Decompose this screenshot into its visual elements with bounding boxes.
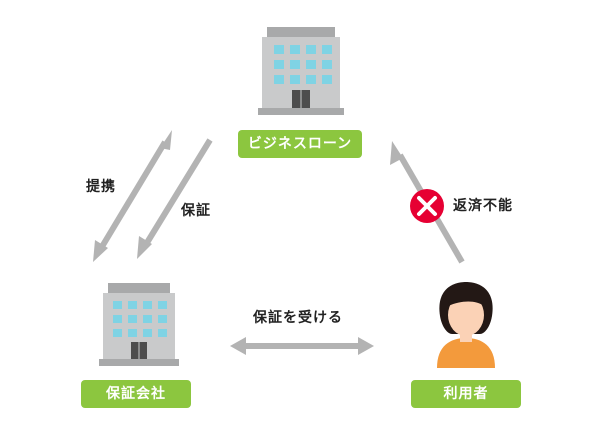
guarantee-arrow	[137, 138, 213, 259]
user-avatar-icon	[437, 282, 495, 368]
business-loan-building-icon	[258, 27, 344, 115]
business-loan-label: ビジネスローン	[238, 130, 362, 158]
user-label: 利用者	[411, 380, 521, 408]
guarantee-company-building-icon	[99, 283, 179, 366]
partnership-arrow	[93, 130, 172, 262]
default-label: 返済不能	[453, 198, 513, 214]
x-mark-icon	[410, 189, 444, 223]
guarantee-label: 保証	[181, 203, 211, 219]
receive-guarantee-label: 保証を受ける	[253, 310, 343, 326]
guarantee-company-label: 保証会社	[81, 380, 191, 408]
partnership-label: 提携	[86, 179, 116, 195]
receive-guarantee-arrow	[230, 337, 374, 355]
